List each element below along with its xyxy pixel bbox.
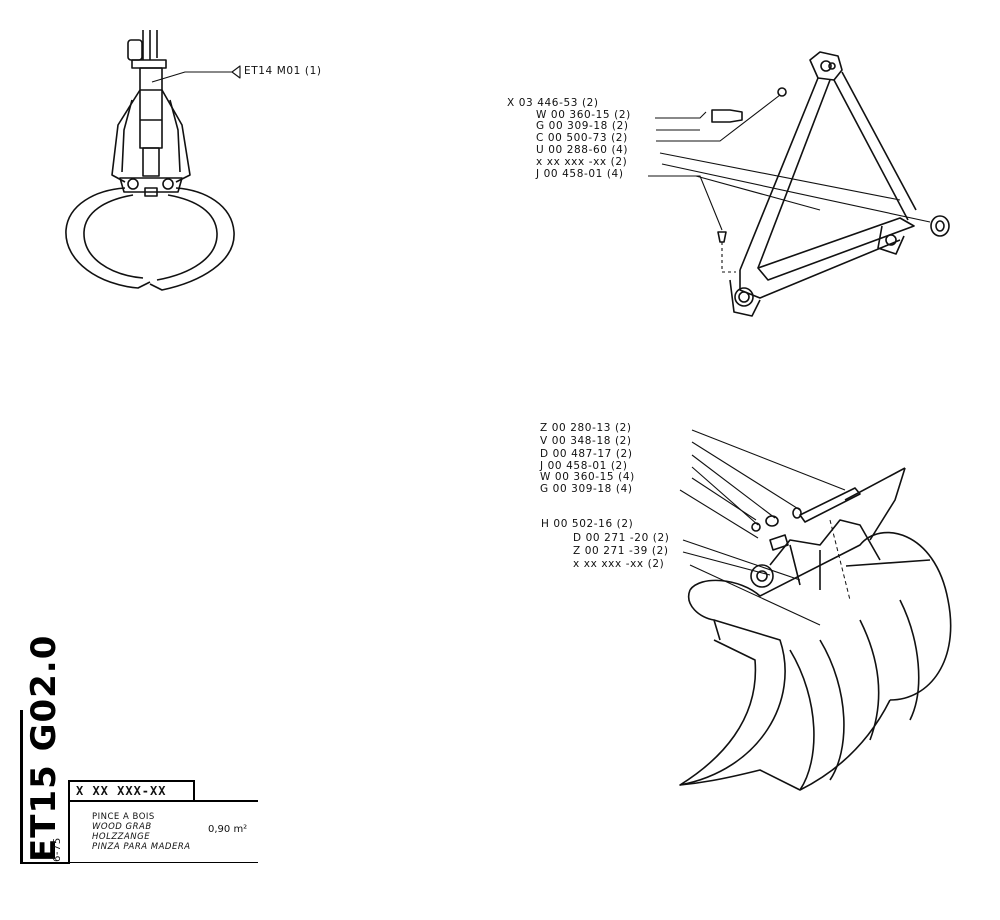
title-block-left-bar — [20, 710, 23, 864]
part-label: X 03 446-53 (2) — [507, 97, 599, 109]
title-block-part-box-right — [193, 780, 195, 801]
title-block-bottom-bar — [20, 862, 70, 864]
part-label: H 00 502-16 (2) — [541, 518, 634, 530]
product-names: PINCE A BOIS WOOD GRAB HOLZZANGE PINZA P… — [92, 812, 191, 852]
title-block-divider — [68, 780, 70, 864]
part-number: X XX XXX-XX — [76, 784, 167, 798]
part-label: D 00 487-17 (2) — [540, 448, 633, 460]
name-en: WOOD GRAB — [92, 822, 152, 832]
name-es: PINZA PARA MADERA — [92, 842, 191, 852]
part-label: W 00 360-15 (2) — [536, 109, 631, 121]
part-label: C 00 500-73 (2) — [536, 132, 628, 144]
part-label: W 00 360-15 (4) — [540, 471, 635, 483]
reference-label: ET14 M01 (1) — [244, 65, 322, 77]
title-block-bottom-line — [68, 862, 258, 863]
sheet-code: ET15 G02.0 — [24, 634, 64, 862]
title-block-top-line — [70, 780, 194, 782]
part-label: G 00 309-18 (2) — [536, 120, 629, 132]
part-label: J 00 458-01 (4) — [536, 168, 624, 180]
title-block-row-line — [68, 800, 258, 802]
part-label: Z 00 280-13 (2) — [540, 422, 632, 434]
sheet-date: 6-75 — [52, 837, 63, 862]
name-de: HOLZZANGE — [92, 832, 151, 842]
part-label: J 00 458-01 (2) — [540, 460, 628, 472]
part-label: D 00 271 -20 (2) — [573, 532, 670, 544]
capacity: 0,90 m² — [208, 824, 248, 835]
part-label: x xx xxx -xx (2) — [573, 558, 665, 570]
name-fr: PINCE A BOIS — [92, 812, 155, 822]
part-label: x xx xxx -xx (2) — [536, 156, 628, 168]
part-label: V 00 348-18 (2) — [540, 435, 632, 447]
part-label: Z 00 271 -39 (2) — [573, 545, 669, 557]
part-label: G 00 309-18 (4) — [540, 483, 633, 495]
part-label: U 00 288-60 (4) — [536, 144, 629, 156]
